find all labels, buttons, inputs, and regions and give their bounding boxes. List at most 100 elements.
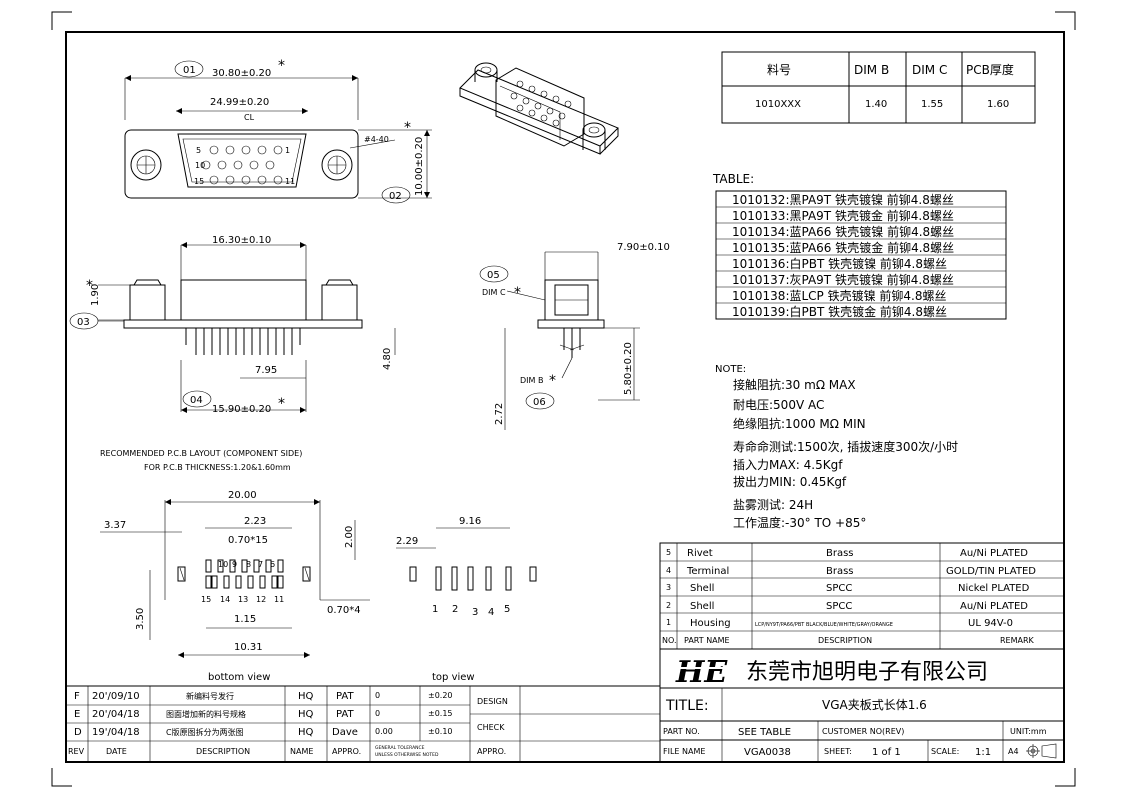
- dim-070x4: 0.70*4: [327, 605, 361, 616]
- note-4: 寿命命测试:1500次, 插拔速度300次/小时: [733, 439, 958, 454]
- dim-table-h4: PCB厚度: [966, 62, 1014, 77]
- design-label: DESIGN: [477, 697, 508, 706]
- dim-04-label: 04: [190, 395, 203, 406]
- bom-no-2: 2: [666, 601, 671, 610]
- sheet-label: SHEET:: [824, 747, 852, 756]
- bom-part-2: Shell: [690, 601, 714, 612]
- bom-h-remark: REMARK: [1000, 636, 1035, 645]
- bom-h-part: PART NAME: [684, 636, 730, 645]
- bom-remark-1: UL 94V-0: [968, 618, 1013, 629]
- part-row-4: 1010135:蓝PA66 铁壳镀金 前铆4.8螺丝: [732, 240, 954, 255]
- pin-9: 9: [232, 560, 237, 569]
- note-2: 耐电压:500V AC: [733, 398, 824, 412]
- dim-table-b: 1.40: [865, 99, 887, 110]
- sheet-frame: [65, 31, 1065, 763]
- rev-h-desc: DESCRIPTION: [196, 747, 250, 756]
- bom-part-3: Shell: [690, 583, 714, 594]
- bom-desc-1: LCP/NY9T/PA66/PBT BLACK/BLUE/WHITE/GRAY/…: [755, 622, 893, 628]
- drawing-title: VGA夹板式长体1.6: [822, 698, 927, 712]
- rev-f-date: 20'/09/10: [92, 691, 140, 702]
- scale-label: SCALE:: [931, 747, 959, 756]
- bom-no-1: 1: [666, 618, 671, 627]
- part-row-3: 1010134:蓝PA66 铁壳镀镍 前铆4.8螺丝: [732, 224, 954, 239]
- dim-3080: 30.80±0.20: [212, 68, 271, 79]
- rev-d-date: 19'/04/18: [92, 727, 140, 738]
- dim-table-h3: DIM C: [912, 63, 947, 77]
- dim-2499: 24.99±0.20: [210, 97, 269, 108]
- bom-remark-3: Nickel PLATED: [958, 583, 1030, 594]
- top-view-label: top view: [432, 672, 475, 683]
- rev-f: F: [74, 691, 80, 702]
- star-6: *: [549, 373, 556, 389]
- dim-4-40: #4-40: [364, 135, 389, 144]
- dim-05-label: 05: [487, 270, 500, 281]
- rev-e-appro: PAT: [336, 709, 354, 720]
- dim-1590: 15.90±0.20: [212, 404, 271, 415]
- dim-table-h2: DIM B: [854, 63, 889, 77]
- note-1: 接触阻抗:30 mΩ MAX: [733, 377, 856, 392]
- note-3: 绝缘阻抗:1000 MΩ MIN: [733, 416, 866, 431]
- rev-e-desc: 图面增加新的料号规格: [166, 709, 246, 719]
- dim-916: 9.16: [459, 516, 481, 527]
- pin-14: 14: [220, 595, 230, 604]
- dim-b-label: DIM B: [520, 376, 543, 385]
- corner-marks: [51, 11, 1076, 787]
- dim-070x15: 0.70*15: [228, 535, 268, 546]
- star-5: *: [514, 285, 521, 301]
- dim-1031: 10.31: [234, 642, 263, 653]
- tol-range-2: 0: [375, 709, 380, 718]
- star-3: *: [86, 278, 93, 294]
- pcb-layout: RECOMMENDED P.C.B LAYOUT (COMPONENT SIDE…: [100, 449, 370, 683]
- note-6: 拔出力MIN: 0.45Kgf: [733, 474, 847, 489]
- tol-note-1: GENERAL TOLERANCE: [375, 745, 425, 751]
- customer-label: CUSTOMER NO(REV): [822, 727, 904, 736]
- top-view: 9.16 2.29 1 2 3 4 5 top view: [396, 516, 537, 683]
- rev-d-desc: C版原图拆分为两张图: [166, 727, 244, 737]
- part-no-label: PART NO.: [663, 727, 700, 736]
- tol-note-2: UNLESS OTHERWISE NOTED: [375, 752, 439, 758]
- pin-label-5: 5: [196, 146, 201, 155]
- unit-label: UNIT:mm: [1010, 727, 1047, 736]
- size-label: A4: [1008, 747, 1019, 756]
- rev-e: E: [74, 709, 80, 720]
- part-table: TABLE: 1010132:黑PA9T 铁壳镀镍 前铆4.8螺丝 101013…: [712, 172, 1007, 320]
- dim-c-label: DIM C: [482, 288, 506, 297]
- dim-table-pcb: 1.60: [987, 99, 1009, 110]
- dim-200: 2.00: [344, 526, 355, 548]
- pin-label-10a: 10: [195, 161, 205, 170]
- check-label: CHECK: [477, 723, 505, 732]
- bom-h-no: NO.: [662, 636, 677, 645]
- part-row-8: 1010139:白PBT 铁壳镀金 前铆4.8螺丝: [732, 304, 947, 319]
- top-pin-4: 4: [488, 607, 494, 618]
- bom-desc-3: SPCC: [826, 583, 852, 594]
- company-logo: HE: [675, 655, 728, 690]
- front-view: 01 30.80±0.20 * 24.99±0.20 CL 5 10 15 1 …: [124, 58, 432, 204]
- rev-d-name: HQ: [298, 727, 314, 738]
- bom-remark-4: GOLD/TIN PLATED: [946, 566, 1036, 577]
- rev-f-name: HQ: [298, 691, 314, 702]
- rev-e-name: HQ: [298, 709, 314, 720]
- company-name: 东莞市旭明电子有限公司: [746, 660, 988, 685]
- notes: NOTE: 接触阻抗:30 mΩ MAX 耐电压:500V AC 绝缘阻抗:10…: [715, 364, 958, 530]
- tol-range-3: 0.00: [375, 727, 393, 736]
- rev-d-appro: Dave: [332, 727, 358, 738]
- bom-no-5: 5: [666, 548, 671, 557]
- rev-h-name: NAME: [290, 747, 313, 756]
- dim-223: 2.23: [244, 516, 266, 527]
- centerline-label: CL: [244, 113, 255, 122]
- pin-6: 6: [270, 560, 275, 569]
- note-8: 工作温度:-30° TO +85°: [733, 515, 866, 530]
- dim-229: 2.29: [396, 536, 418, 547]
- rev-h-date: DATE: [106, 747, 127, 756]
- pin-8: 8: [246, 560, 251, 569]
- top-pin-5: 5: [504, 604, 510, 615]
- pin-label-1: 1: [285, 146, 290, 155]
- part-row-2: 1010133:黑PA9T 铁壳镀金 前铆4.8螺丝: [732, 208, 954, 223]
- file-name-value: VGA0038: [744, 747, 791, 758]
- pin-13: 13: [238, 595, 248, 604]
- rev-d: D: [74, 727, 82, 738]
- scale-value: 1:1: [975, 747, 991, 758]
- iso-view: [459, 62, 619, 155]
- pin-15: 15: [201, 595, 211, 604]
